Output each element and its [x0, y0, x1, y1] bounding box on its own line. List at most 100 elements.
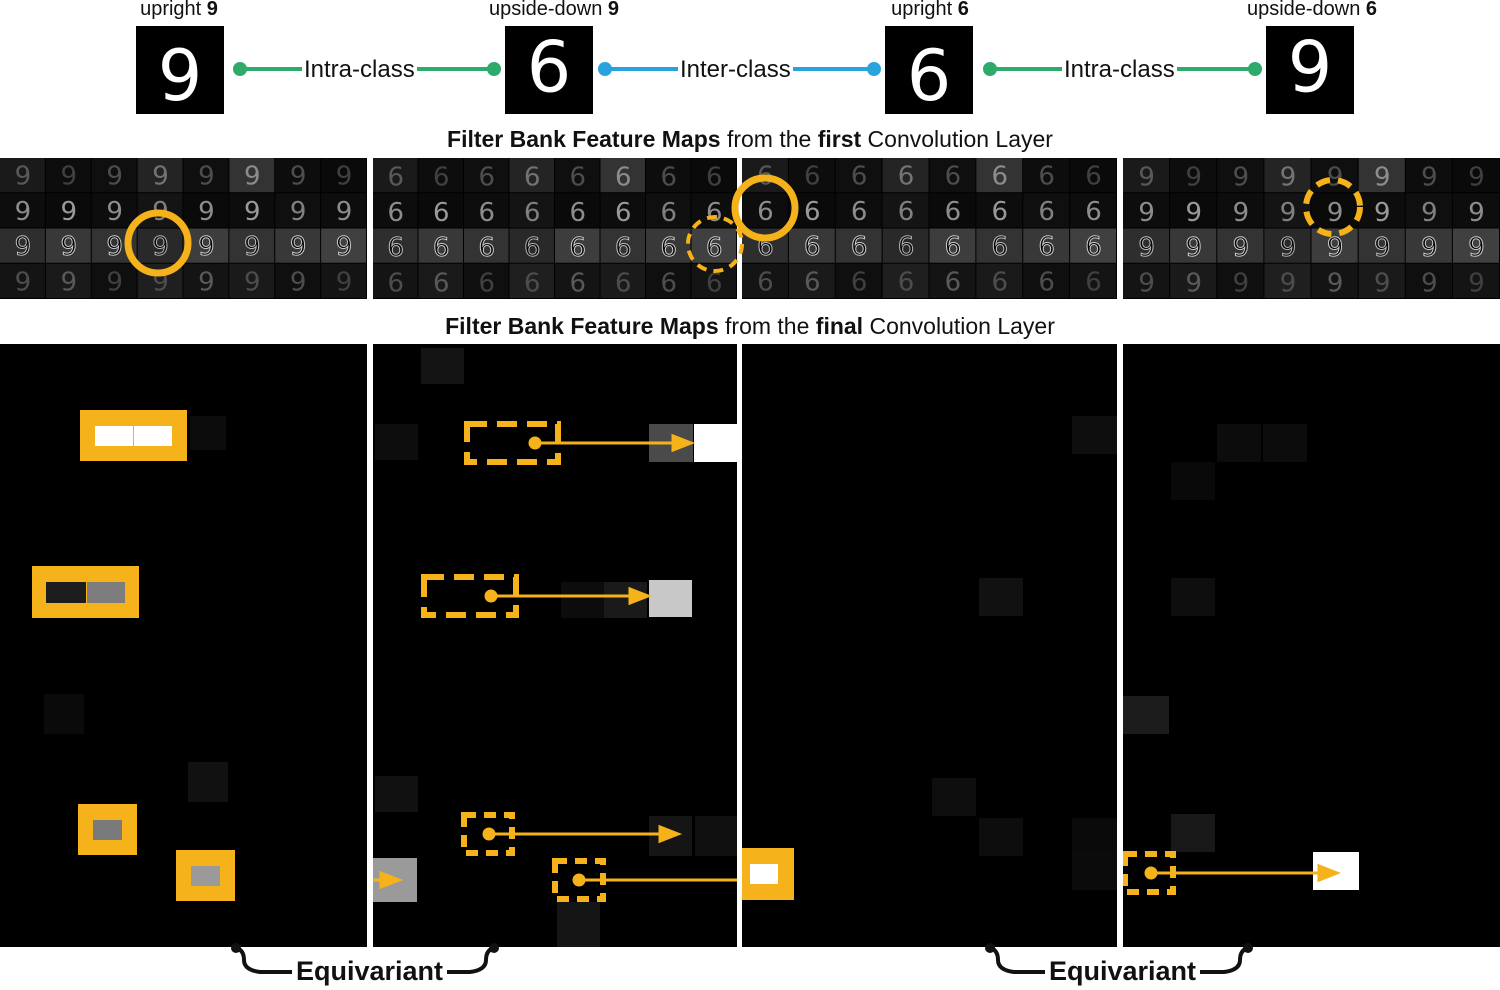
feature-map-tile [1264, 263, 1311, 298]
feature-map-tile [1311, 228, 1358, 263]
feature-map-glyph: 9 [152, 232, 169, 262]
feature-map-glyph: 6 [1327, 265, 1344, 295]
feature-map-tile [788, 228, 835, 263]
feature-map-glyph: 6 [992, 267, 1009, 297]
feature-map-glyph: 9 [387, 195, 404, 225]
feature-map-tile [321, 158, 366, 193]
digit-glyph: 6 [1288, 26, 1333, 105]
feature-map-glyph: 9 [290, 162, 307, 192]
feature-map-tile [646, 193, 691, 228]
feature-map-tile [45, 228, 91, 263]
feature-map-glyph: 9 [478, 265, 495, 295]
feature-map-glyph: 9 [615, 265, 632, 295]
feature-map-glyph: 9 [198, 197, 215, 227]
feature-map-glyph: 9 [478, 230, 495, 260]
medium-activation-cell [191, 866, 220, 886]
feature-map-glyph: 6 [1421, 195, 1438, 225]
feature-map-glyph: 9 [106, 267, 123, 297]
feature-map-tile [1070, 193, 1116, 228]
feature-map-glyph: 6 [1468, 230, 1485, 260]
feature-map-tile [1264, 193, 1311, 228]
final-feature-map [1123, 424, 1359, 895]
feature-map-tile [1358, 158, 1405, 193]
feature-map-tile [509, 193, 554, 228]
weak-activation-cell [1072, 818, 1117, 856]
highlight-circle-solid [124, 209, 192, 277]
feature-map-glyph: 9 [61, 232, 78, 262]
medium-activation-cell [93, 820, 122, 840]
weak-activation-cell [979, 578, 1023, 616]
weak-activation-cell [1171, 462, 1215, 500]
feature-map-tile [275, 193, 321, 228]
feature-map-glyph: 6 [1038, 267, 1055, 297]
feature-map-tile [600, 193, 645, 228]
feature-map-glyph: 9 [569, 195, 586, 225]
feature-map-tile [1123, 263, 1170, 298]
weak-activation-cell [1072, 416, 1117, 454]
feature-map-tile [929, 158, 976, 193]
feature-map-glyph: 6 [992, 162, 1009, 192]
feature-map-glyph: 6 [1374, 160, 1391, 190]
feature-map-glyph: 9 [706, 160, 723, 190]
strong-activation-cell [134, 426, 172, 446]
digit-image-upside-down-6: 6 [1266, 23, 1354, 114]
feature-map-glyph: 9 [524, 265, 541, 295]
feature-map-glyph: 6 [804, 197, 821, 227]
feature-map-glyph: 9 [706, 230, 723, 260]
feature-map-tile [91, 263, 137, 298]
feature-map-tile [691, 228, 736, 263]
feature-map-tile [600, 263, 645, 298]
feature-map-glyph: 6 [1468, 265, 1485, 295]
weak-activation-cell [46, 582, 86, 603]
feature-map-glyph: 9 [290, 232, 307, 262]
dashed-highlight-boxes [421, 421, 606, 902]
feature-map-glyph: 6 [1233, 265, 1250, 295]
inter-class-label: Inter-class [678, 56, 793, 84]
feature-map-glyph: 6 [757, 267, 774, 297]
final-feature-map [373, 348, 737, 947]
feature-map-tile [1217, 263, 1264, 298]
feature-map-tile [1170, 193, 1217, 228]
feature-map-tile [555, 193, 600, 228]
equivariant-braces [231, 943, 1253, 974]
feature-map-glyph: 9 [478, 195, 495, 225]
feature-map-tile [418, 158, 463, 193]
feature-map-tile [91, 158, 137, 193]
feature-map-glyph: 9 [106, 232, 123, 262]
feature-map-tile [183, 193, 229, 228]
feature-map-tile [691, 158, 736, 193]
feature-map-tile [137, 228, 183, 263]
feature-map-tile [1123, 193, 1170, 228]
feature-map-tile [0, 158, 45, 193]
feature-map-tile [835, 158, 882, 193]
feature-map-tile [464, 193, 509, 228]
connector-dot [983, 62, 997, 76]
feature-map-tile [1405, 158, 1452, 193]
feature-map-glyph: 9 [15, 267, 32, 297]
feature-map-glyph: 9 [15, 197, 32, 227]
feature-map-glyph: 9 [387, 160, 404, 190]
digit-label-upright-9: upright 9 [140, 0, 218, 20]
feature-map-tile [464, 158, 509, 193]
dashed-box [421, 574, 519, 618]
feature-map-tile [1452, 263, 1499, 298]
feature-map-glyph: 9 [478, 160, 495, 190]
feature-map-tile [1023, 158, 1070, 193]
feature-map-glyph: 9 [106, 162, 123, 192]
feature-map-tile [373, 158, 418, 193]
digit-label-upright-6: upright 6 [891, 0, 969, 20]
digit-glyph: 9 [527, 26, 572, 105]
feature-map-glyph: 6 [1185, 160, 1202, 190]
weak-activation-cell [190, 416, 226, 450]
highlight-circle-dashed [1303, 177, 1363, 237]
feature-map-glyph: 9 [244, 197, 261, 227]
feature-map-glyph: 9 [660, 230, 677, 260]
feature-map-tile [646, 228, 691, 263]
feature-map-tile [1070, 228, 1116, 263]
feature-map-glyph: 6 [804, 232, 821, 262]
feature-map-glyph: 6 [898, 162, 915, 192]
feature-map-glyph: 9 [569, 160, 586, 190]
feature-map-tile [555, 263, 600, 298]
feature-map-glyph: 9 [152, 162, 169, 192]
